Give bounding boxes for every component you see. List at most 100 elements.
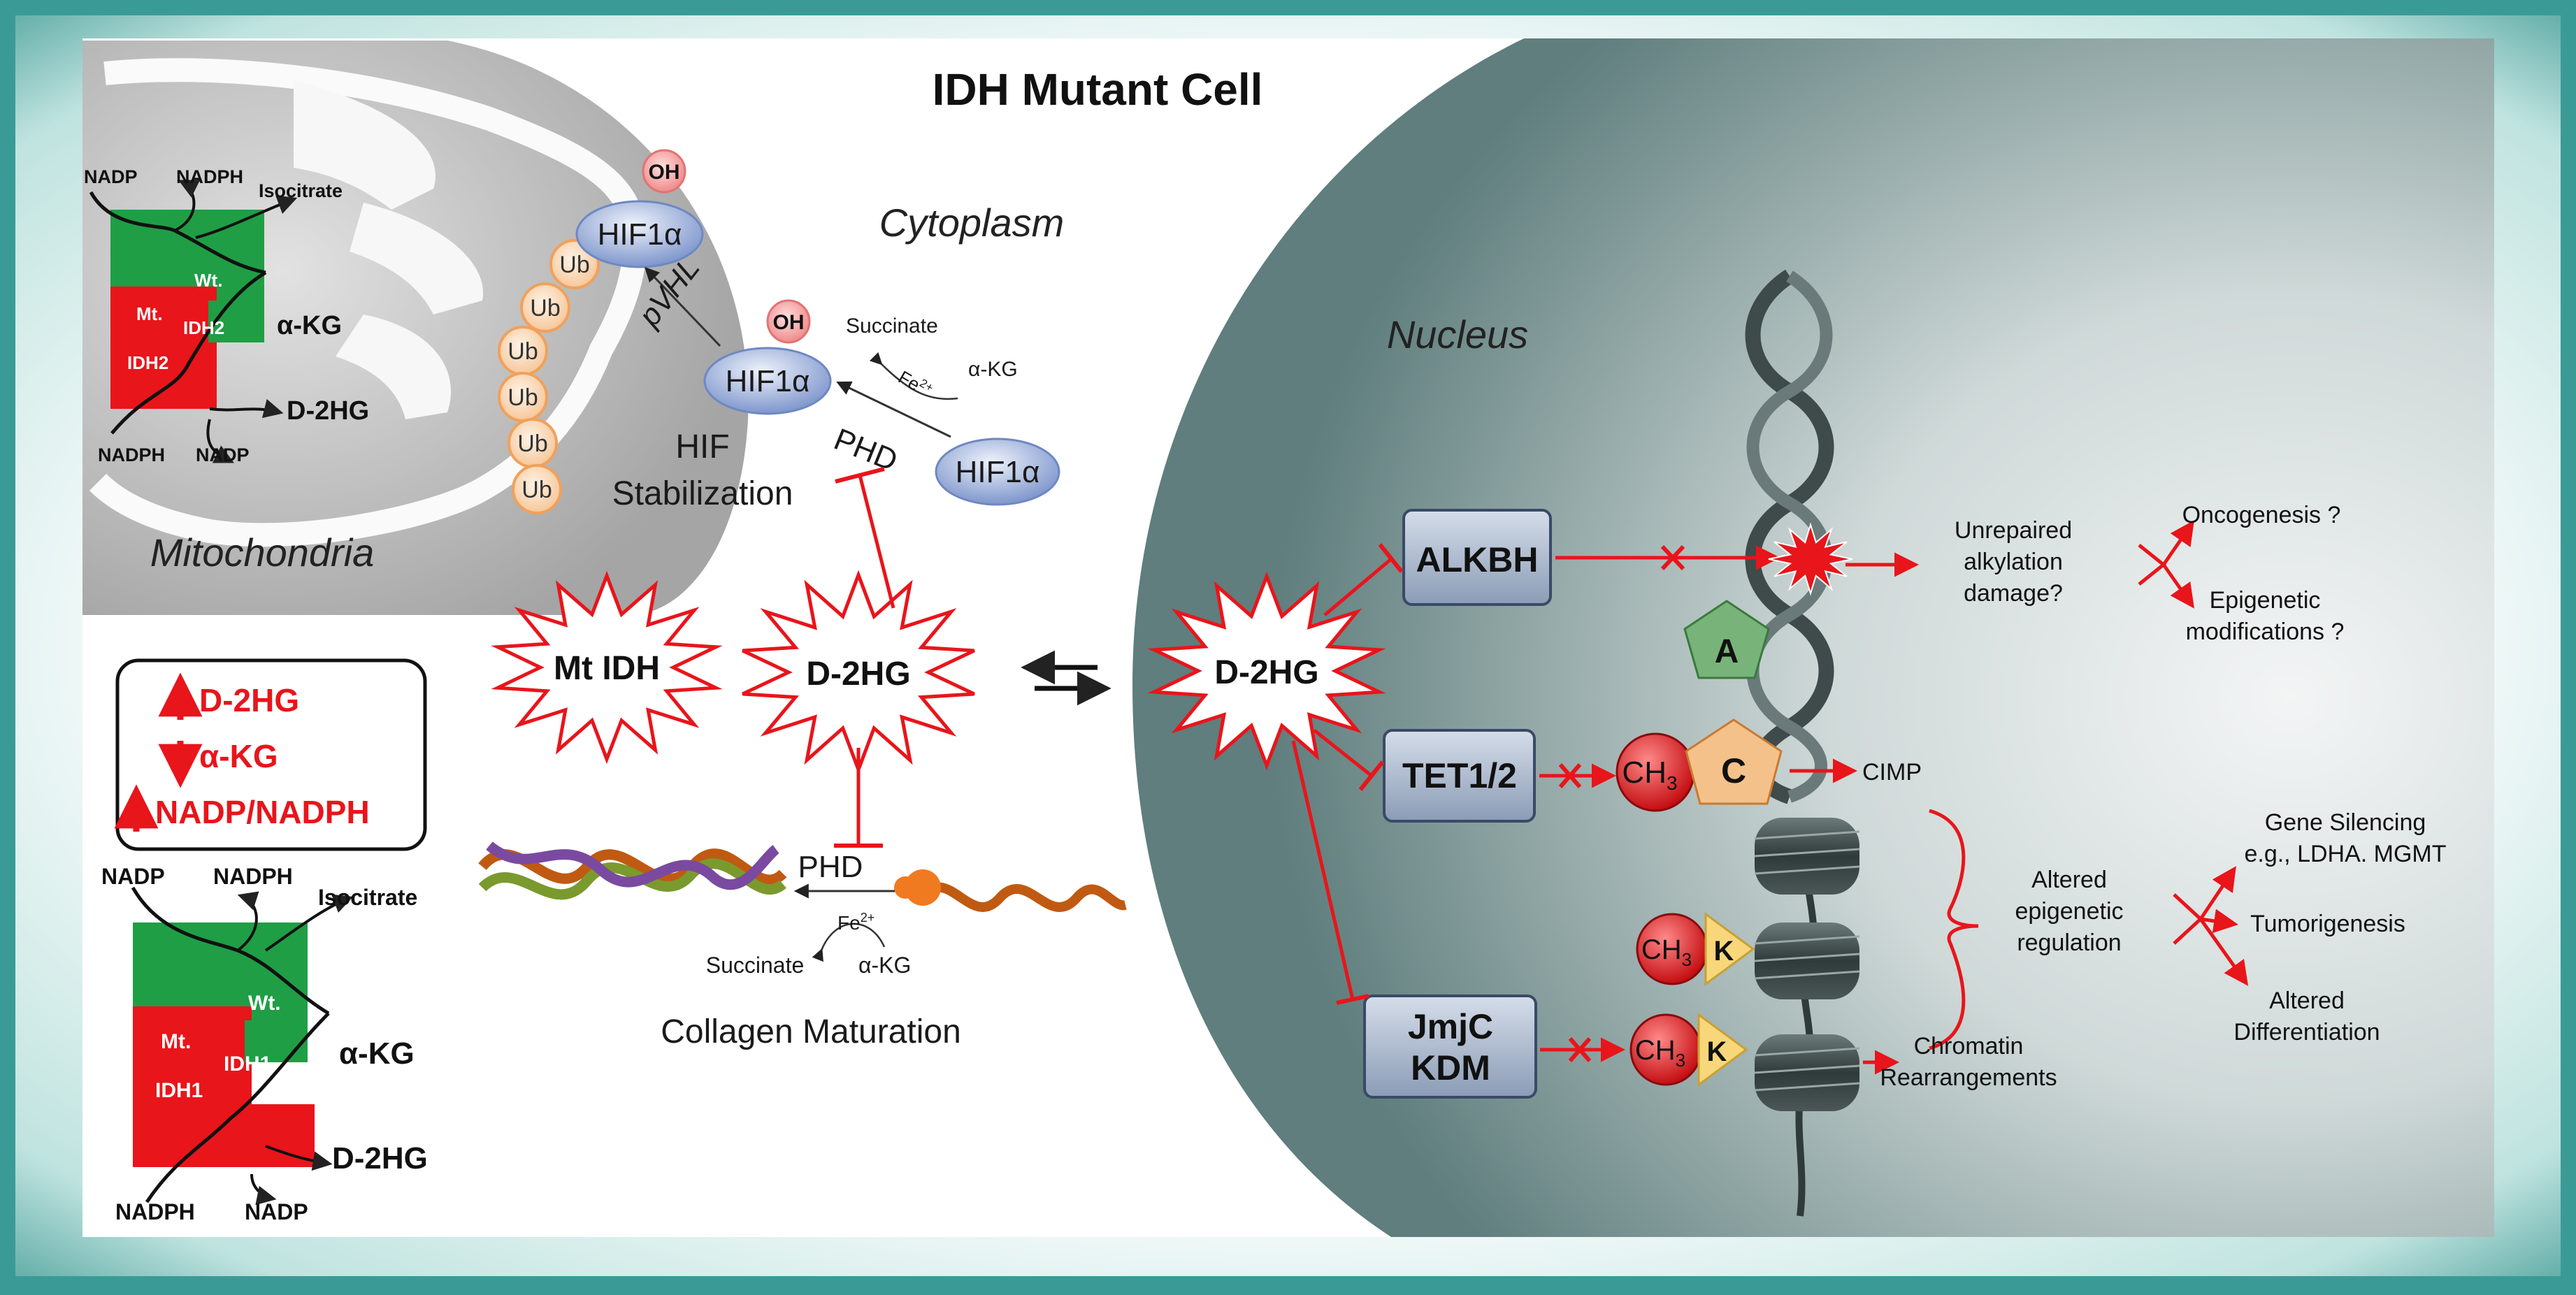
unrepaired-line1: Unrepaired <box>1955 517 2072 544</box>
mt-idh-star: Mt IDH <box>491 570 723 765</box>
cimp-label: CIMP <box>1862 759 1922 786</box>
gene-silencing-line2: e.g., LDHA. MGMT <box>2244 841 2446 867</box>
hif-stab-line1: HIF <box>675 428 729 465</box>
block-x-icon <box>1660 544 1685 571</box>
tet-path: CH3 C CIMP <box>1539 718 1922 812</box>
chromatin-line2: Rearrangements <box>1880 1064 2057 1091</box>
altered-diff-line1: Altered <box>2269 987 2345 1014</box>
adenine-base: A <box>1683 600 1770 679</box>
block-x-icon <box>1568 1037 1592 1062</box>
idh2-reaction: NADP NADPH Isocitrate Wt. Mt. IDH2 IDH2 … <box>84 166 369 465</box>
damage-burst-icon <box>1768 522 1853 596</box>
alkbh-path <box>1555 522 1919 596</box>
oncogenesis-label: Oncogenesis ? <box>2182 502 2341 528</box>
histone-methyl-mark: CH3 K <box>1636 912 1755 986</box>
ub-label: Ub <box>517 431 547 457</box>
hydroxyl-group <box>642 149 686 194</box>
cyto-isocitrate: Isocitrate <box>318 885 417 910</box>
mito-nadp-out: NADP <box>196 444 250 465</box>
collagen-succinate: Succinate <box>706 953 805 978</box>
tet-label: TET1/2 <box>1402 756 1517 795</box>
unrepaired-line3: damage? <box>1964 580 2063 607</box>
unrepaired-line2: alkylation <box>1964 549 2063 575</box>
nuc-inhibitions <box>1291 543 1404 1005</box>
ub-label: Ub <box>508 384 538 411</box>
tet-box: TET1/2 <box>1383 729 1536 823</box>
mito-nadp-in: NADP <box>84 166 138 187</box>
collagen-label: Collagen Maturation <box>661 1013 961 1050</box>
oh-label: OH <box>773 311 805 334</box>
ub-label: Ub <box>521 477 552 503</box>
d2hg-nuc-label: D-2HG <box>1214 654 1318 691</box>
title: IDH Mutant Cell <box>933 64 1263 115</box>
svg-text:CH3: CH3 <box>1622 755 1677 794</box>
hif1a-label: HIF1α <box>598 217 682 252</box>
mito-akg: α-KG <box>277 311 342 340</box>
collagen-akg: α-KG <box>858 953 911 978</box>
cyto-nadp-out: NADP <box>245 1199 308 1224</box>
base-a-label: A <box>1715 633 1739 670</box>
oh-label: OH <box>649 161 680 184</box>
mitochondria-label: Mitochondria <box>150 530 375 574</box>
metab-akg: α-KG <box>199 738 278 774</box>
ch3-label: CH <box>1635 1035 1676 1066</box>
mito-nadph-out: NADPH <box>176 166 243 187</box>
jmjc-label: JmjC <box>1408 1007 1493 1046</box>
altered-reg-line1: Altered <box>2031 867 2107 893</box>
lysine-label: K <box>1714 936 1734 967</box>
mito-enzyme-wt: IDH2 <box>183 317 224 338</box>
mito-isocitrate: Isocitrate <box>259 180 343 201</box>
alkbh-box: ALKBH <box>1402 509 1552 606</box>
mitochondrion <box>82 41 749 615</box>
hif1a-native <box>935 437 1060 506</box>
cyto-d2hg: D-2HG <box>332 1141 428 1175</box>
cytoplasm-label: Cytoplasm <box>879 201 1065 245</box>
alkbh-label: ALKBH <box>1416 540 1539 579</box>
ch3-label: CH <box>1622 755 1667 790</box>
ch3-label: CH <box>1641 934 1682 965</box>
propeptide <box>905 869 941 906</box>
d2hg-cyto-label: D-2HG <box>806 656 910 693</box>
cyto-enzyme-wt: IDH1 <box>224 1052 271 1076</box>
ub-label: Ub <box>559 252 589 278</box>
gene-silencing-line1: Gene Silencing <box>2265 809 2426 836</box>
cyto-wt: Wt. <box>248 992 281 1015</box>
d2hg-cyto-star: D-2HG <box>742 570 975 775</box>
ch3-sub: 3 <box>1682 949 1692 970</box>
altered-diff-line2: Differentiation <box>2233 1019 2380 1046</box>
ub-label: Ub <box>530 295 560 321</box>
cyto-nadph-in: NADPH <box>115 1199 195 1224</box>
cyto-enzyme-mt: IDH1 <box>155 1079 203 1102</box>
svg-text:Fe2+: Fe2+ <box>837 911 875 934</box>
hif1a-hydroxylated <box>703 347 832 415</box>
collagen-fe: Fe <box>837 912 861 934</box>
mito-mt: Mt. <box>136 303 163 324</box>
altered-reg-line2: epigenetic <box>2015 898 2123 925</box>
mt-idh-label: Mt IDH <box>554 650 660 687</box>
jmjc-path: CH3 K <box>1540 1013 1899 1087</box>
hif-stab-line2: Stabilization <box>612 475 793 512</box>
kdm-label: KDM <box>1411 1048 1490 1087</box>
hif1a-ubiquitinated <box>575 200 704 268</box>
hif1a-label: HIF1α <box>726 364 810 398</box>
mito-enzyme-mt: IDH2 <box>127 352 168 373</box>
metabolite-box: D-2HG α-KG NADP/NADPH <box>114 658 427 851</box>
nucleosome-stack <box>1754 818 1860 1111</box>
hif-akg: α-KG <box>968 358 1018 381</box>
ch3-sub: 3 <box>1676 1050 1685 1071</box>
base-c-label: C <box>1721 751 1746 790</box>
mito-wt: Wt. <box>194 270 222 291</box>
hif-pathway: Ub Ub Ub Ub Ub Ub HIF1α OH HIF1α OH HIF1… <box>498 149 1060 514</box>
mito-d2hg: D-2HG <box>287 396 369 426</box>
block-x-icon <box>1558 763 1582 788</box>
svg-text:CH3: CH3 <box>1635 1035 1685 1071</box>
hydroxyl-group <box>766 299 811 344</box>
transport-arrows <box>1021 650 1111 706</box>
d2hg-nuc-star: D-2HG <box>1147 571 1386 771</box>
jmjc-kdm-box: JmjC KDM <box>1363 994 1537 1099</box>
hif-succinate: Succinate <box>846 314 938 338</box>
svg-text:CH3: CH3 <box>1641 934 1692 970</box>
collagen-phd: PHD <box>798 850 863 884</box>
